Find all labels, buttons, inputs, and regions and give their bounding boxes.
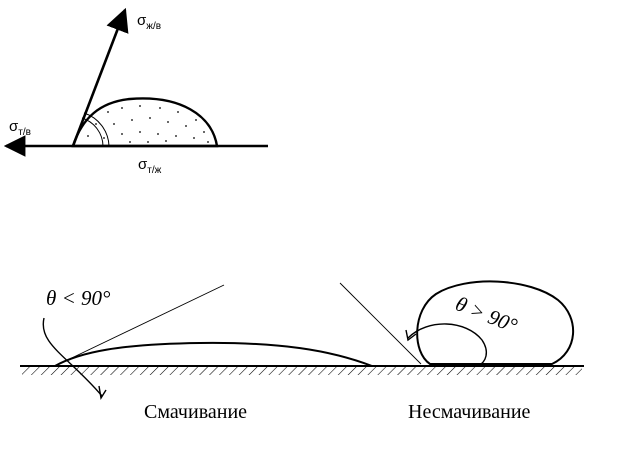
sigma-lv-label: σж/в [137,12,161,32]
force-balance-diagram: σж/в σт/в σт/ж [3,7,268,176]
wetting-angle-arrow [98,385,107,400]
non-wetting-angle-arrow [405,329,417,342]
substrate-hatching [22,366,582,375]
non-wetting-angle-label: θ > 90° [452,291,521,338]
droplet [71,97,219,148]
non-wetting-caption: Несмачивание [408,401,531,423]
sigma-liquid-vapor-arrow [71,7,129,147]
wetting-droplet [54,341,373,367]
wetting-caption: Смачивание [144,401,247,423]
wetting-angle-arc [42,317,103,397]
contact-angle-arc-inner [81,117,104,147]
sigma-sl-label: σт/ж [138,156,162,176]
contact-angle-arc-outer [83,112,110,147]
droplet-dots [87,105,209,143]
non-wetting-angle-arc [407,323,488,367]
wetting-angle-label: θ < 90° [46,286,111,310]
non-wetting-droplet [416,280,574,365]
wetting-tangent-line [54,284,225,367]
non-wetting-tangent-line [339,282,422,365]
wetting-comparison: θ < 90° Смачивание θ > 90° Несмачивание [20,280,584,423]
sigma-sv-label: σт/в [9,118,31,138]
